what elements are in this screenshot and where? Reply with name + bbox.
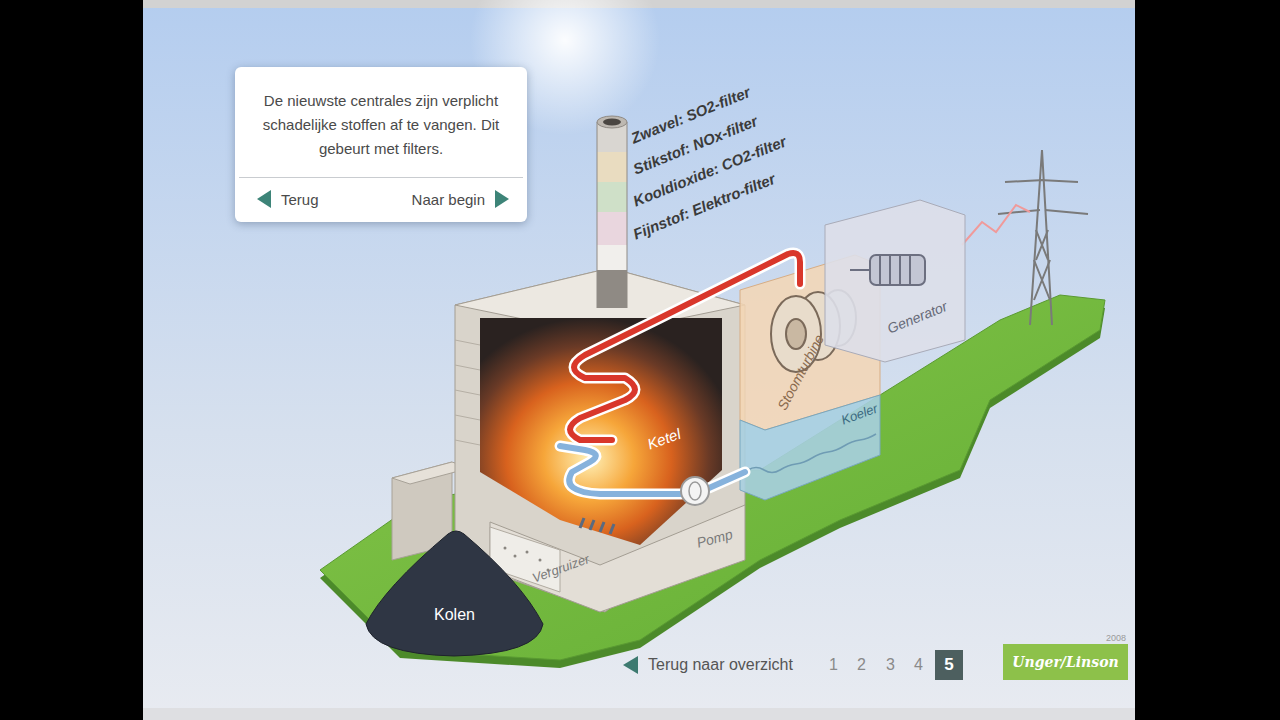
pipe-outline xyxy=(560,446,745,494)
back-arrow xyxy=(623,656,638,674)
page-number: 3 xyxy=(886,656,895,674)
logo-name: Unger/Linson xyxy=(1012,654,1118,670)
chimney-edge xyxy=(597,122,598,308)
boiler-base xyxy=(490,505,745,612)
coal-pile: Kolen xyxy=(362,528,547,658)
page-number: 1 xyxy=(829,656,838,674)
publisher-logo: 2008Unger/Linson xyxy=(1003,633,1128,680)
condenser xyxy=(740,395,880,500)
button-label: Terug xyxy=(281,191,319,208)
right-bar xyxy=(1135,0,1280,720)
rib xyxy=(455,340,480,345)
grate-bar xyxy=(590,520,594,530)
chimney xyxy=(597,116,627,308)
page-number-current: 5 xyxy=(935,650,963,680)
coil-turn xyxy=(909,255,911,285)
page-number: 5 xyxy=(944,655,953,675)
nav-link: Terug naar overzicht xyxy=(648,656,793,674)
rib xyxy=(455,440,480,445)
coil-turn xyxy=(889,255,891,285)
logo-plate: Unger/Linson xyxy=(1003,644,1128,680)
chimney-edge xyxy=(627,122,628,308)
chimney-band xyxy=(597,245,627,270)
co2-filter-band xyxy=(597,152,627,182)
chimney-hole xyxy=(603,119,621,126)
dot xyxy=(514,555,517,558)
pipe-red xyxy=(570,253,800,440)
turbine-hub xyxy=(786,319,806,349)
pipe-blue xyxy=(560,446,745,494)
pylon xyxy=(998,150,1088,325)
nox-filter-band xyxy=(597,182,627,212)
pylon-struts xyxy=(998,180,1088,300)
logo-year: 2008 xyxy=(1003,633,1128,644)
nav-row: Terug Naar begin xyxy=(235,178,527,222)
shaft xyxy=(850,269,870,271)
chimney-mouth xyxy=(597,116,627,128)
info-panel: De nieuwste centrales zijn verplicht sch… xyxy=(235,67,527,222)
steam-pipe xyxy=(570,253,800,440)
grate-bar xyxy=(600,522,604,532)
ground xyxy=(320,295,1105,660)
boiler-ribs xyxy=(455,340,480,445)
button-label: Naar begin xyxy=(412,191,485,208)
coal-pile-shape xyxy=(362,528,547,658)
divider-line xyxy=(239,177,523,178)
info-text: De nieuwste centrales zijn verplicht sch… xyxy=(235,67,527,177)
generator-housing xyxy=(825,200,965,362)
coal-pile-outline xyxy=(366,531,543,656)
generator-coil xyxy=(850,255,925,285)
rib xyxy=(455,415,480,420)
water-pipe xyxy=(560,446,745,494)
power-line xyxy=(962,205,1030,245)
page-number: 2 xyxy=(857,656,866,674)
coil-turn xyxy=(899,255,901,285)
pipe-outline xyxy=(570,253,800,440)
generator-core xyxy=(870,255,925,285)
bottom-strip xyxy=(143,708,1135,720)
rib xyxy=(455,365,480,370)
coal-label: Kolen xyxy=(362,606,547,624)
dot xyxy=(539,559,542,562)
grate-bar xyxy=(610,524,614,534)
sky xyxy=(143,0,1135,720)
pump-impeller xyxy=(689,482,701,500)
left-arrow xyxy=(257,190,271,208)
burner-grate xyxy=(580,518,614,534)
dot xyxy=(504,547,507,550)
condenser-water xyxy=(748,434,876,473)
rib xyxy=(455,390,480,395)
coil-turn xyxy=(879,255,881,285)
start-button: Naar begin xyxy=(412,190,509,208)
pump-symbol xyxy=(681,477,709,505)
chimney-base xyxy=(597,270,627,308)
grate-bar xyxy=(580,518,584,528)
back-button: Terug xyxy=(257,190,319,208)
page-number: 4 xyxy=(914,656,923,674)
left-bar xyxy=(0,0,143,720)
right-arrow xyxy=(495,190,509,208)
so2-filter-band xyxy=(597,212,627,245)
dot xyxy=(526,551,529,554)
